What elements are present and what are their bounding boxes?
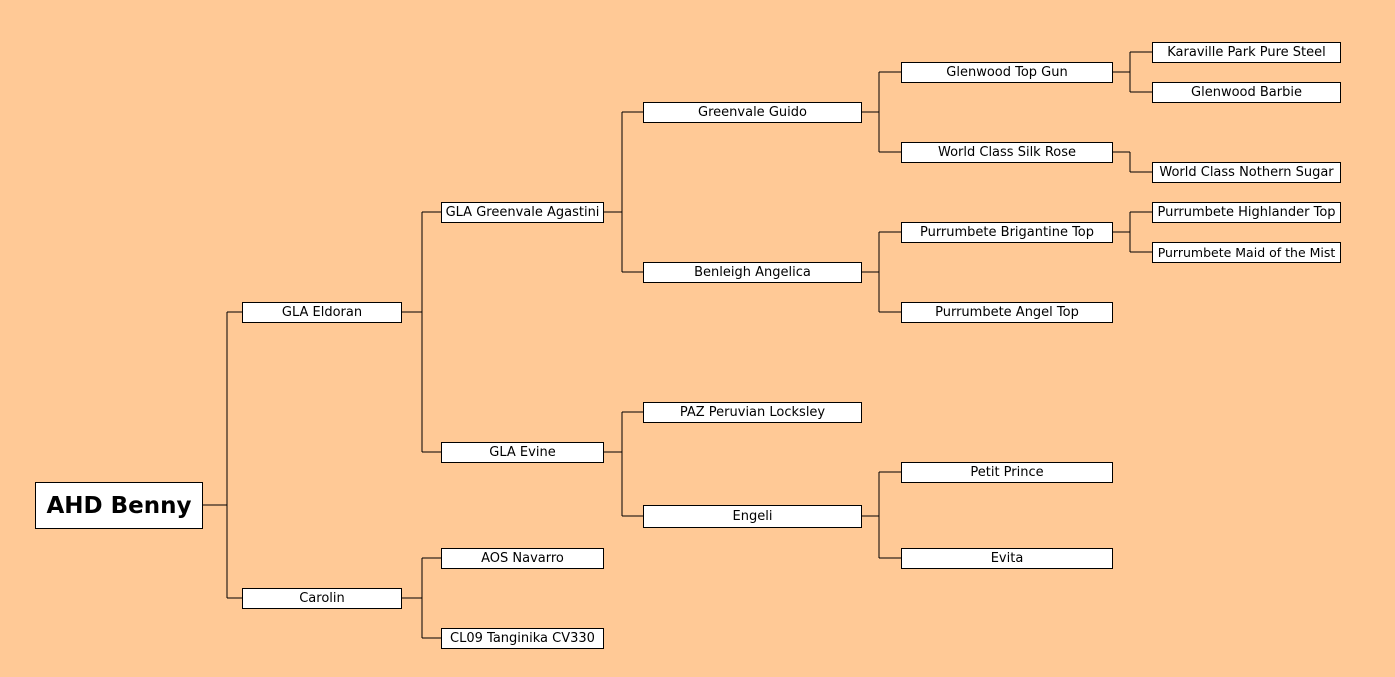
pedigree-sssd-dam-box: World Class Nothern Sugar (1152, 162, 1341, 183)
pedigree-sire-box: GLA Eldoran (242, 302, 402, 323)
pedigree-dam-sire-box: AOS Navarro (441, 548, 604, 569)
pedigree-ssd-sire-box: Purrumbete Brigantine Top (901, 222, 1113, 243)
pedigree-ss-sire-box: Greenvale Guido (643, 102, 862, 123)
pedigree-ssss-sire-box: Karaville Park Pure Steel (1152, 42, 1341, 63)
pedigree-dam-dam-box: CL09 Tanginika CV330 (441, 628, 604, 649)
pedigree-ssds-sire-box: Purrumbete Highlander Top (1152, 202, 1341, 223)
pedigree-sire-sire-box: GLA Greenvale Agastini (441, 202, 604, 223)
pedigree-root-box: AHD Benny (35, 482, 203, 529)
pedigree-sd-dam-box: Engeli (643, 505, 862, 528)
pedigree-sire-dam-box: GLA Evine (441, 442, 604, 463)
pedigree-sss-dam-box: World Class Silk Rose (901, 142, 1113, 163)
pedigree-sd-sire-box: PAZ Peruvian Locksley (643, 402, 862, 423)
pedigree-ss-dam-box: Benleigh Angelica (643, 262, 862, 283)
pedigree-ssds-dam-box: Purrumbete Maid of the Mist (1152, 242, 1341, 263)
pedigree-sss-sire-box: Glenwood Top Gun (901, 62, 1113, 83)
pedigree-ssd-dam-box: Purrumbete Angel Top (901, 302, 1113, 323)
pedigree-ssss-dam-box: Glenwood Barbie (1152, 82, 1341, 103)
pedigree-sdd-dam-box: Evita (901, 548, 1113, 569)
pedigree-dam-box: Carolin (242, 588, 402, 609)
pedigree-sdd-sire-box: Petit Prince (901, 462, 1113, 483)
